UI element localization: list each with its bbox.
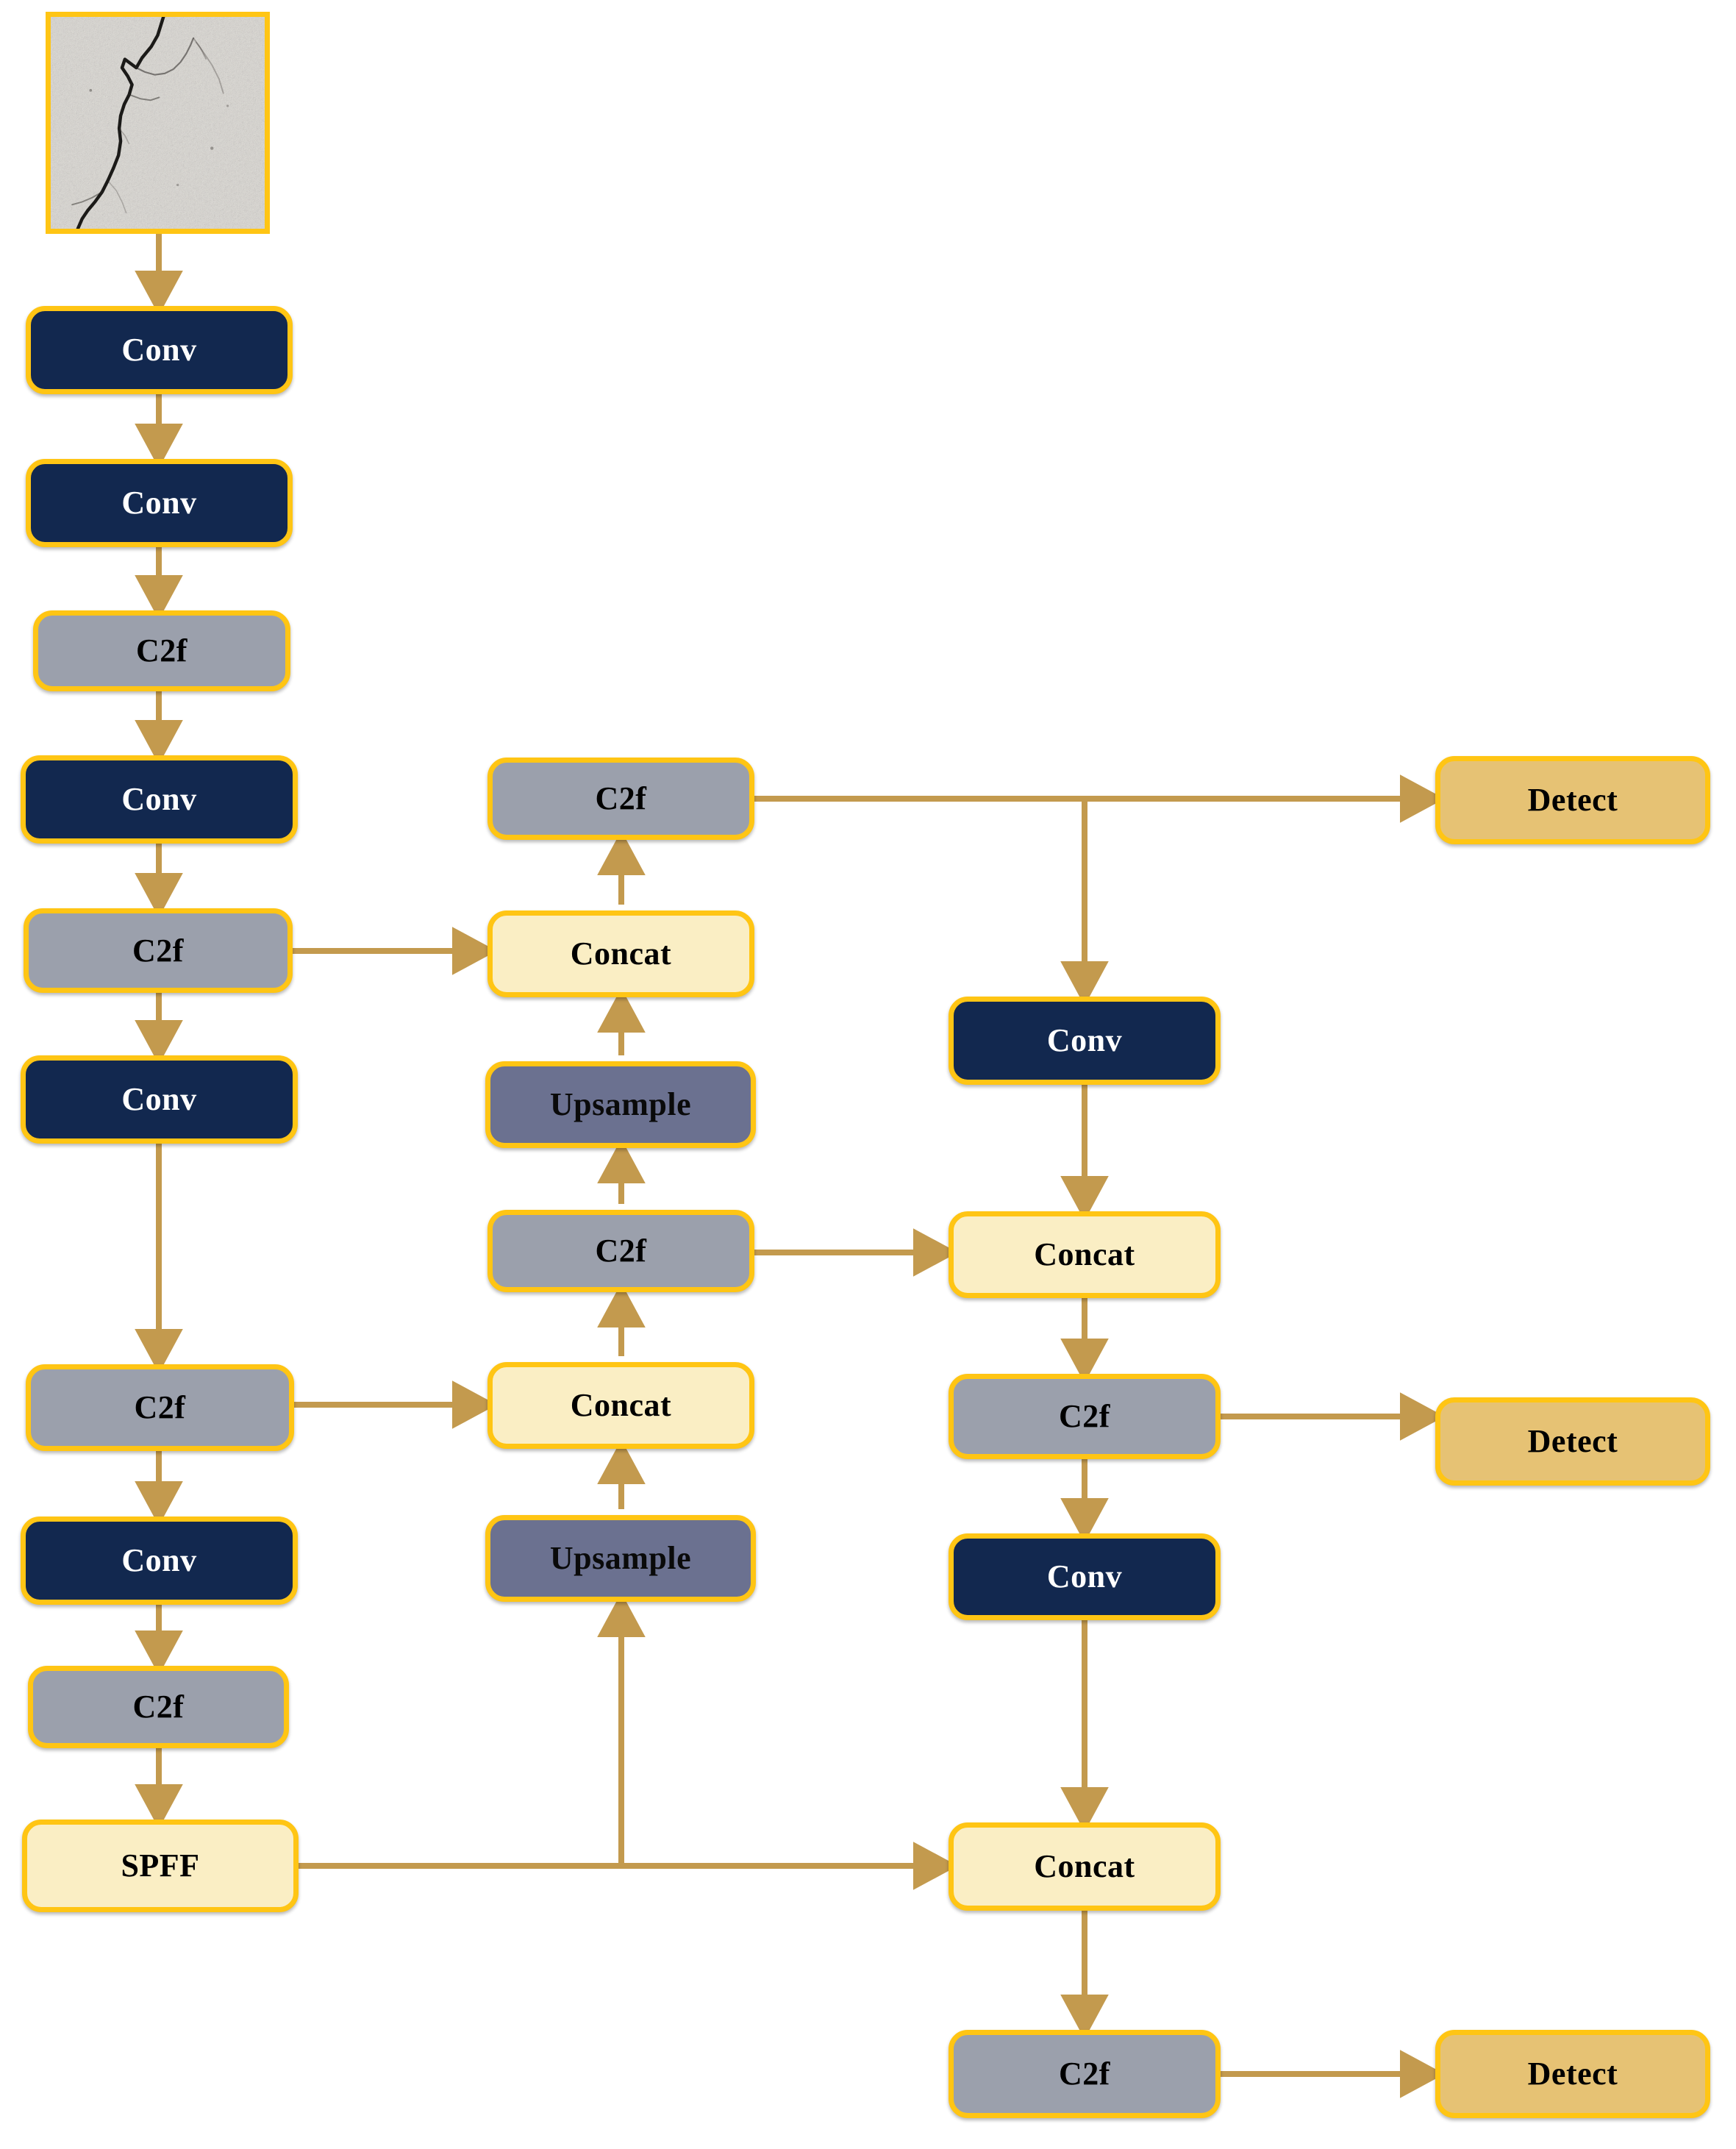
node-neck-upsample-mid[interactable]: Upsample (485, 1515, 756, 1602)
node-backbone-conv-5[interactable]: Conv (21, 1517, 298, 1605)
node-head-concat-1[interactable]: Concat (949, 1211, 1221, 1298)
node-head-c2f-2[interactable]: C2f (949, 2030, 1221, 2118)
node-neck-concat-top[interactable]: Concat (487, 910, 754, 997)
node-backbone-c2f-4[interactable]: C2f (28, 1666, 289, 1748)
node-backbone-conv-1[interactable]: Conv (26, 306, 293, 394)
node-head-conv-1[interactable]: Conv (949, 997, 1221, 1085)
node-neck-upsample-top[interactable]: Upsample (485, 1061, 756, 1148)
node-neck-c2f-mid[interactable]: C2f (487, 1210, 754, 1292)
node-detect-3[interactable]: Detect (1435, 2030, 1710, 2118)
node-backbone-conv-4[interactable]: Conv (21, 1055, 298, 1144)
node-detect-1[interactable]: Detect (1435, 756, 1710, 844)
node-neck-c2f-top[interactable]: C2f (487, 758, 754, 840)
node-head-conv-2[interactable]: Conv (949, 1533, 1221, 1620)
node-backbone-c2f-3[interactable]: C2f (26, 1364, 294, 1451)
node-backbone-c2f-2[interactable]: C2f (24, 908, 293, 993)
node-head-concat-2[interactable]: Concat (949, 1822, 1221, 1911)
node-backbone-conv-3[interactable]: Conv (21, 755, 298, 844)
node-head-c2f-1[interactable]: C2f (949, 1374, 1221, 1459)
node-detect-2[interactable]: Detect (1435, 1397, 1710, 1486)
crack-photo-illustration (51, 17, 265, 229)
node-backbone-c2f-1[interactable]: C2f (33, 610, 290, 691)
concrete-crack-input-image (46, 12, 270, 234)
node-neck-concat-mid[interactable]: Concat (487, 1362, 754, 1449)
node-backbone-conv-2[interactable]: Conv (26, 459, 293, 547)
node-backbone-spff[interactable]: SPFF (22, 1820, 299, 1912)
